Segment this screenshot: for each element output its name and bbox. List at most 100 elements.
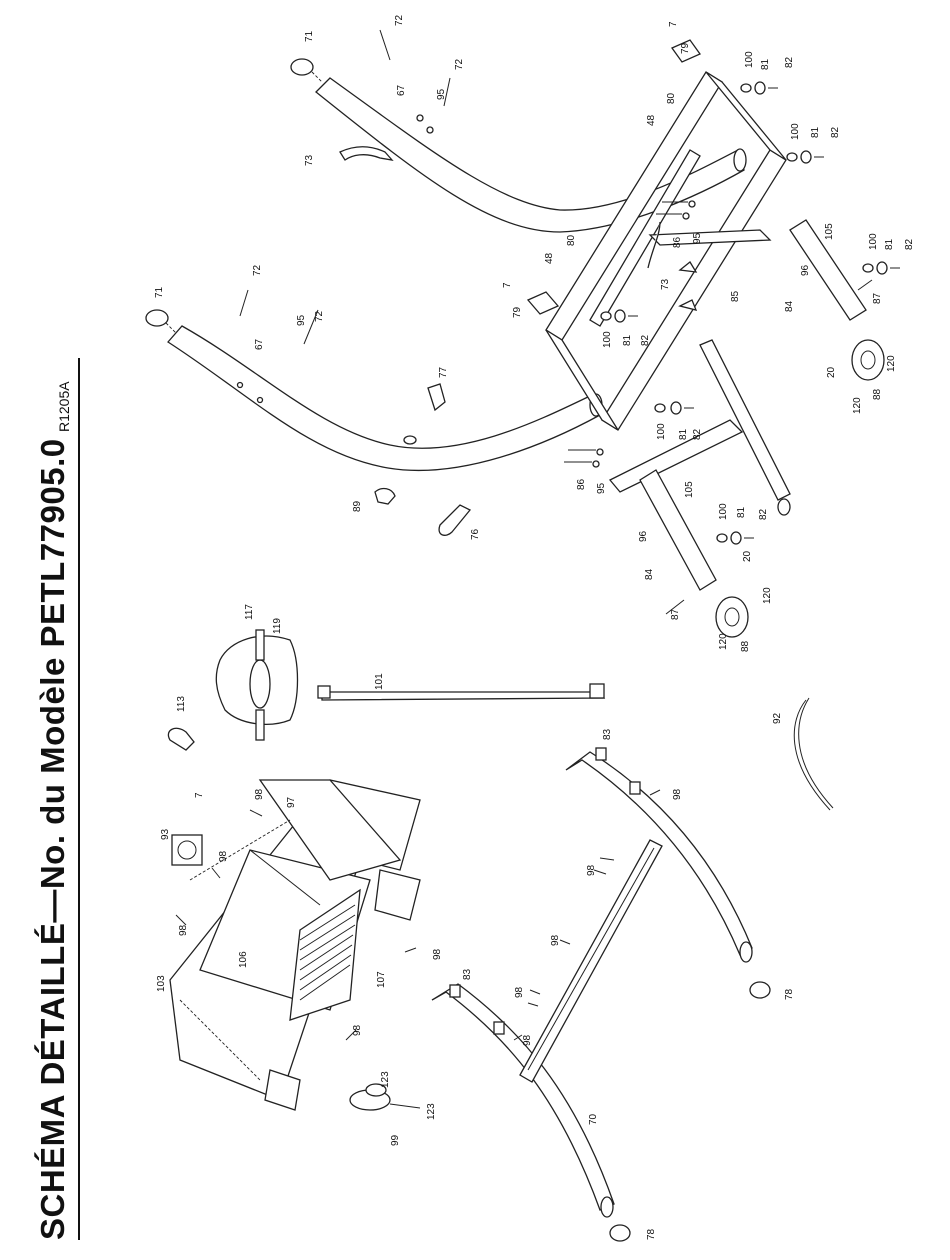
callout-label: 7 [502, 282, 513, 288]
callout-label: 105 [684, 481, 695, 498]
callout-label: 120 [718, 633, 729, 650]
callout-label: 96 [800, 264, 811, 276]
hardware-stacks [600, 81, 900, 545]
callout-label: 83 [602, 728, 613, 740]
callout-label: 99 [390, 1134, 401, 1146]
callout-label: 123 [380, 1071, 391, 1088]
callout-label: 101 [374, 673, 385, 690]
callout-label: 82 [830, 126, 841, 138]
callout-label: 93 [160, 828, 171, 840]
part-117 [167, 727, 195, 751]
callout-label: 81 [736, 506, 747, 518]
callout-label: 98 [672, 788, 683, 800]
callout-label: 123 [426, 1103, 437, 1120]
callout-label: 98 [586, 864, 597, 876]
callout-label: 84 [644, 568, 655, 580]
part-103 [317, 683, 606, 701]
base-frame [526, 39, 867, 591]
callout-label: 100 [868, 233, 879, 250]
callout-label: 82 [640, 334, 651, 346]
part-79-right [671, 39, 701, 63]
part-100-fan [349, 1083, 421, 1111]
part-95 [171, 834, 203, 866]
callout-labels: 7 7 7 20 20 48 48 67 67 70 71 71 72 72 7… [154, 14, 915, 1240]
callout-label: 48 [646, 114, 657, 126]
callout-label: 113 [176, 696, 187, 712]
callout-label: 96 [638, 530, 649, 542]
callout-label: 98 [432, 948, 443, 960]
callout-label: 78 [646, 1228, 657, 1240]
endcap-71-top [290, 58, 314, 76]
callout-label: 81 [678, 428, 689, 440]
endcap-78-right [749, 981, 771, 999]
callout-label: 92 [772, 712, 783, 724]
callout-label: 105 [824, 223, 835, 240]
callout-label: 82 [692, 428, 703, 440]
callout-label: 84 [784, 300, 795, 312]
handrail-frame [431, 747, 771, 1242]
callout-label: 79 [680, 42, 691, 54]
callout-label: 85 [730, 290, 741, 302]
callout-label: 95 [692, 232, 703, 244]
callout-label: 78 [784, 988, 795, 1000]
callout-label: 87 [872, 292, 883, 304]
left-upright [145, 309, 603, 536]
callout-label: 119 [272, 618, 283, 634]
callout-label: 73 [304, 154, 315, 166]
callout-label: 89 [352, 500, 363, 512]
part-92 [374, 487, 396, 505]
callout-label: 20 [826, 366, 837, 378]
callout-label: 100 [790, 123, 801, 140]
callout-label: 79 [512, 306, 523, 318]
callout-label: 98 [550, 934, 561, 946]
callout-label: 86 [672, 236, 683, 248]
part-98 [258, 779, 402, 881]
callout-label: 98 [352, 1024, 363, 1036]
callout-label: 77 [438, 366, 449, 378]
callout-label: 73 [660, 278, 671, 290]
callout-label: 103 [156, 975, 167, 992]
callout-label: 120 [852, 397, 863, 414]
callout-label: 7 [668, 21, 679, 27]
callout-label: 98 [254, 788, 265, 800]
callout-label: 82 [758, 508, 769, 520]
callout-label: 7 [194, 792, 205, 798]
part-119-120 [215, 629, 299, 741]
callout-label: 86 [576, 478, 587, 490]
callout-label: 48 [544, 252, 555, 264]
callout-label: 67 [396, 84, 407, 96]
callout-label: 106 [238, 951, 249, 968]
callout-label: 100 [656, 423, 667, 440]
callout-label: 100 [602, 331, 613, 348]
endcap-78-left [609, 1224, 631, 1242]
rear-foot-97-left [639, 469, 717, 591]
wheels-89 [715, 339, 885, 638]
callout-label: 95 [436, 88, 447, 100]
callout-label: 98 [178, 924, 189, 936]
part-93 [793, 699, 831, 811]
callout-label: 20 [742, 550, 753, 562]
callout-label: 100 [744, 51, 755, 68]
endcap-71-left [145, 309, 169, 327]
callout-label: 88 [740, 640, 751, 652]
part-76 [438, 504, 472, 536]
callout-label: 67 [254, 338, 265, 350]
callout-label: 97 [286, 796, 297, 808]
bolts-87 [239, 29, 873, 615]
callout-label: 81 [884, 238, 895, 250]
callout-label: 83 [462, 968, 473, 980]
callout-label: 87 [670, 608, 681, 620]
part-77 [427, 383, 446, 412]
callout-label: 117 [244, 604, 255, 620]
callout-label: 100 [718, 503, 729, 520]
callout-label: 81 [760, 58, 771, 70]
callout-label: 81 [810, 126, 821, 138]
console-assembly [169, 779, 421, 1111]
screws-99 [175, 789, 661, 1041]
callout-label: 82 [784, 56, 795, 68]
part-79-left [526, 291, 560, 315]
callout-label: 120 [886, 355, 897, 372]
callout-label: 76 [470, 528, 481, 540]
callout-label: 98 [218, 850, 229, 862]
